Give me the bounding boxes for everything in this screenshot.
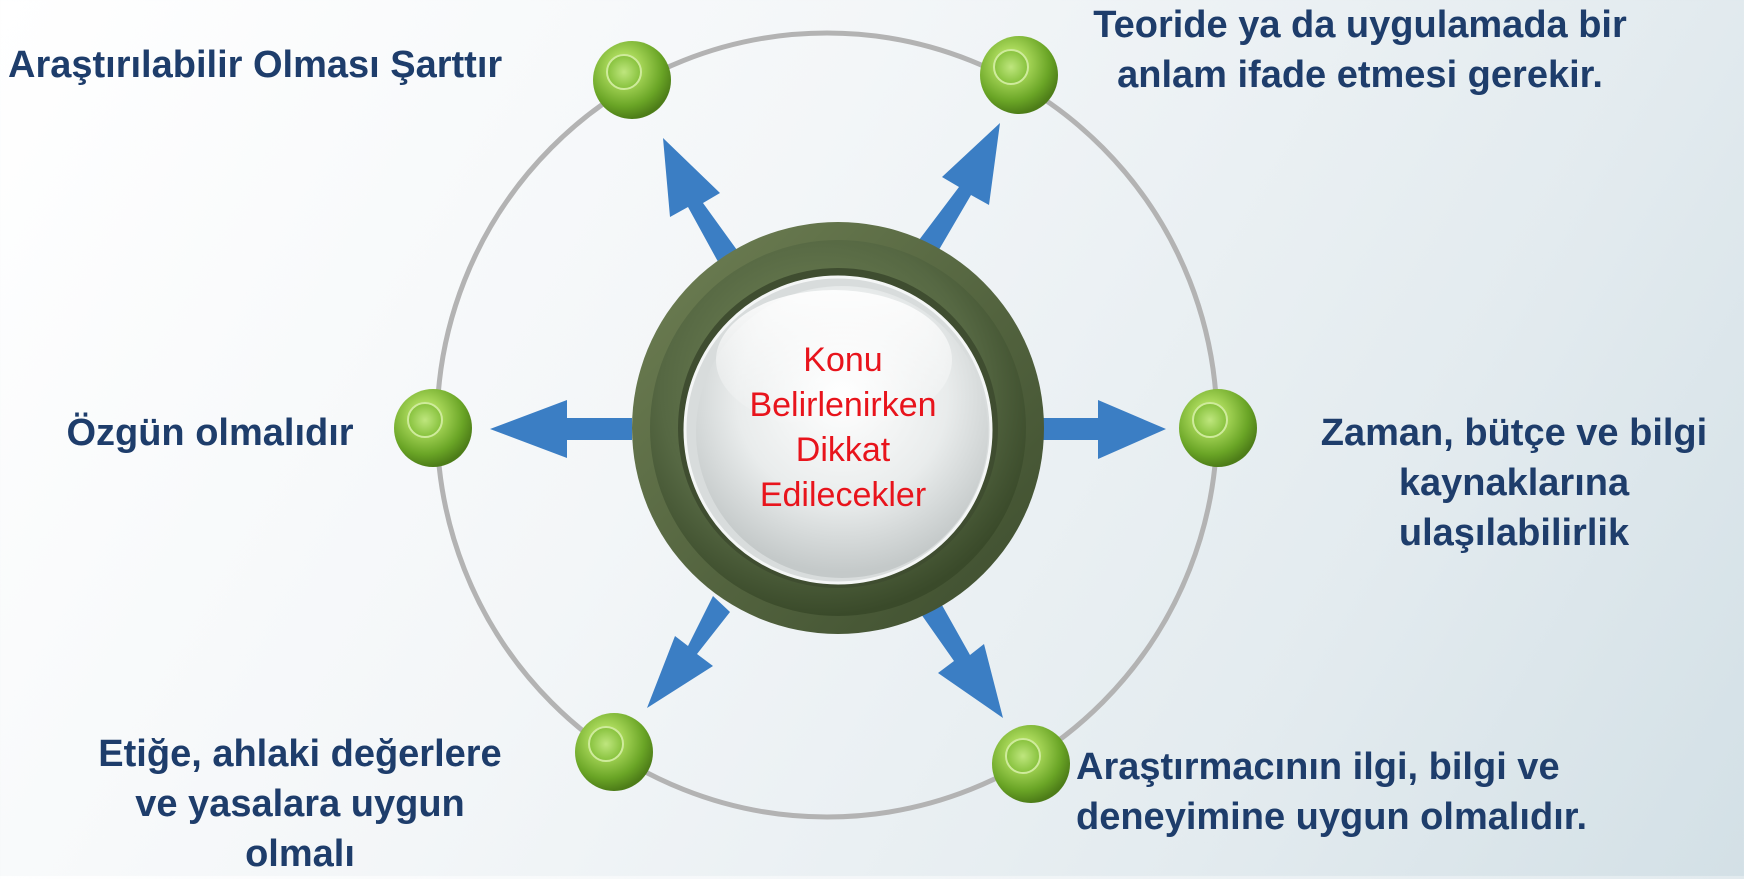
node-left — [394, 389, 472, 467]
center-hub — [632, 222, 1044, 634]
label-line: Teoride ya da uygulamada bir — [1093, 4, 1627, 46]
label-right: Zaman, bütçe ve bilgi kaynaklarına ulaşı… — [1284, 408, 1744, 558]
center-title-line: Konu — [803, 341, 883, 379]
center-title-line: Belirlenirken — [749, 386, 937, 424]
label-line: anlam ifade etmesi gerekir. — [1117, 54, 1603, 96]
arrow-down-right-icon — [921, 598, 1003, 718]
center-title-line: Edilecekler — [759, 476, 927, 514]
arrows — [490, 123, 1166, 718]
node-bottom-right — [992, 725, 1070, 803]
label-line: olmalı — [245, 833, 355, 875]
label-left: Özgün olmalıdır — [40, 408, 380, 458]
label-bottom-left: Etiğe, ahlaki değerlere ve yasalara uygu… — [40, 729, 560, 879]
node-top-left — [593, 41, 671, 119]
label-line: ve yasalara uygun — [135, 783, 465, 825]
node-bottom-left — [575, 713, 653, 791]
label-line: Etiğe, ahlaki değerlere — [98, 733, 502, 775]
label-line: Özgün olmalıdır — [66, 412, 354, 454]
label-line: Araştırılabilir Olması Şarttır — [8, 44, 503, 86]
arrow-down-left-icon — [647, 596, 730, 708]
label-top-right: Teoride ya da uygulamada bir anlam ifade… — [1020, 0, 1700, 100]
center-title-line: Dikkat — [795, 431, 891, 469]
label-bottom-right: Araştırmacının ilgi, bilgi ve deneyimine… — [1076, 742, 1696, 842]
arrow-left-icon — [490, 400, 632, 458]
node-right — [1179, 389, 1257, 467]
arrow-up-left-icon — [663, 138, 742, 269]
arrow-right-icon — [1042, 400, 1166, 459]
label-line: Zaman, bütçe ve bilgi — [1320, 412, 1708, 454]
label-top-left: Araştırılabilir Olması Şarttır — [8, 40, 568, 90]
label-line: Araştırmacının ilgi, bilgi ve — [1076, 746, 1560, 788]
label-line: kaynaklarına — [1398, 462, 1630, 504]
center-title: Konu Belirlenirken Dikkat Edilecekler — [738, 338, 948, 518]
nodes — [394, 36, 1257, 803]
node-top-right — [980, 36, 1058, 114]
arrow-up-right-icon — [913, 123, 1000, 260]
label-line: deneyimine uygun olmalıdır. — [1076, 796, 1587, 838]
label-line: ulaşılabilirlik — [1398, 512, 1630, 554]
